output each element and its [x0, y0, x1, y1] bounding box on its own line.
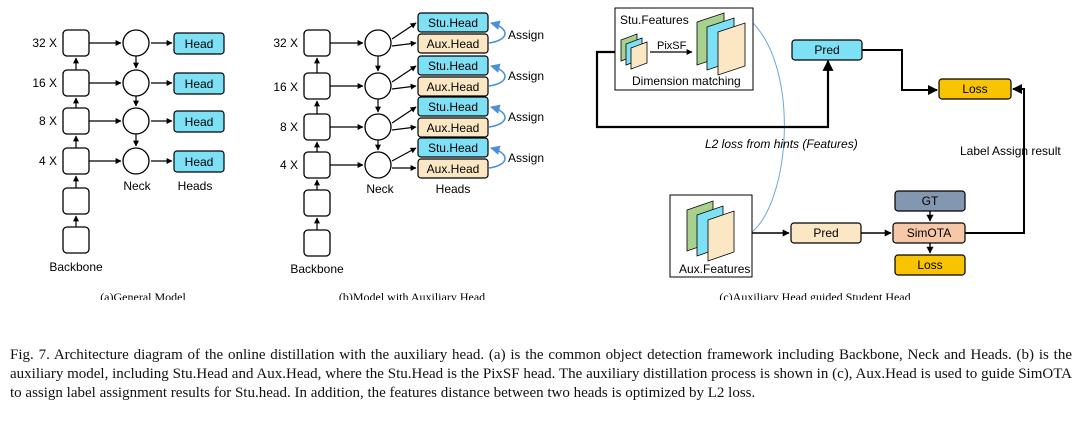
neck-node — [364, 29, 392, 57]
scale-label: 8 X — [39, 114, 57, 128]
aux-head-label: Aux.Head — [427, 162, 480, 176]
neck-node — [364, 113, 392, 141]
head-box — [173, 72, 225, 95]
aux-head-label: Aux.Head — [427, 37, 480, 51]
heads-label: Heads — [436, 182, 471, 196]
loss-box — [938, 78, 1012, 100]
architecture-diagram: Head Head Head Head 32 X 16 X 8 X 4 X Ne… — [32, 7, 1061, 304]
aux-pred-label: Pred — [813, 226, 838, 240]
neck-label: Neck — [123, 179, 151, 193]
aux-features-label: Aux.Features — [679, 262, 750, 276]
backbone-block — [303, 29, 331, 57]
neck-node — [122, 69, 150, 97]
stu-pred-label: Pred — [814, 43, 839, 57]
stu-head-label: Stu.Head — [428, 141, 478, 155]
head-box — [173, 150, 225, 173]
assign-label: Assign — [508, 110, 544, 124]
matched-feature-stack — [696, 12, 746, 76]
loss-label: Loss — [962, 82, 987, 96]
neck-node — [122, 29, 150, 57]
scale-label: 32 X — [273, 36, 298, 50]
aux-loss-box — [894, 254, 966, 276]
stu-head-box — [417, 96, 489, 117]
head-label: Head — [185, 37, 214, 51]
neck-node — [122, 107, 150, 135]
scale-label: 32 X — [32, 36, 57, 50]
backbone-block — [62, 107, 90, 135]
assign-label: Assign — [508, 69, 544, 83]
hint-connector — [751, 21, 785, 233]
backbone-label: Backbone — [290, 262, 344, 276]
gt-label: GT — [922, 194, 939, 208]
stu-head-label: Stu.Head — [428, 100, 478, 114]
backbone-block — [303, 189, 331, 217]
head-label: Head — [185, 155, 214, 169]
backbone-block — [303, 229, 331, 257]
aux-head-label: Aux.Head — [427, 80, 480, 94]
aux-head-label: Aux.Head — [427, 121, 480, 135]
neck-node — [364, 72, 392, 100]
neck-nodes-a — [122, 29, 150, 175]
head-box — [173, 110, 225, 133]
figure-caption: Fig. 7. Architecture diagram of the onli… — [10, 347, 1072, 401]
backbone-block — [303, 151, 331, 179]
pixsf-label: PixSF — [657, 40, 687, 52]
assign-label: Assign — [508, 28, 544, 42]
scale-label: 4 X — [280, 158, 298, 172]
backbone-block — [62, 187, 90, 215]
backbone-block — [62, 147, 90, 175]
subcaption-c: (c)Auxiliary Head guided Student Head — [719, 290, 910, 300]
assign-label: Assign — [508, 151, 544, 165]
neck-node — [122, 147, 150, 175]
neck-node — [364, 151, 392, 179]
stu-head-box — [417, 137, 489, 158]
head-box — [173, 32, 225, 55]
aux-feature-stack — [686, 200, 735, 262]
scale-label: 16 X — [273, 80, 298, 94]
stu-head-label: Stu.Head — [428, 59, 478, 73]
backbone-block — [62, 29, 90, 57]
subcaption-b: (b)Model with Auxiliary Head — [339, 290, 485, 300]
aux-head-box — [417, 117, 489, 138]
backbone-block — [62, 226, 90, 254]
aux-head-box — [417, 33, 489, 54]
panel-a: Head Head Head Head 32 X 16 X 8 X 4 X Ne… — [32, 29, 225, 304]
aux-loss-label: Loss — [917, 258, 942, 272]
stu-head-box — [417, 55, 489, 76]
backbone-block — [303, 113, 331, 141]
scale-label: 16 X — [32, 76, 57, 90]
neck-nodes-b — [364, 29, 392, 179]
simota-label: SimOTA — [907, 226, 951, 240]
l2-loss-label: L2 loss from hints (Features) — [705, 137, 858, 151]
dimension-matching-label: Dimension matching — [632, 74, 741, 88]
scale-label: 8 X — [280, 120, 298, 134]
neck-label: Neck — [366, 182, 394, 196]
aux-head-box — [417, 158, 489, 179]
stu-features-label: Stu.Features — [620, 13, 689, 27]
scale-label: 4 X — [39, 154, 57, 168]
stu-head-box — [417, 12, 489, 33]
heads-label: Heads — [178, 179, 213, 193]
diagram-svg: Head Head Head Head 32 X 16 X 8 X 4 X Ne… — [32, 7, 1061, 304]
head-label: Head — [185, 115, 214, 129]
stu-feature-stack — [620, 33, 648, 70]
stu-head-label: Stu.Head — [428, 16, 478, 30]
head-label: Head — [185, 77, 214, 91]
panel-c: Stu.Features PixSF Dimension matching Pr… — [595, 7, 1061, 304]
subcaption-a: (a)General Model — [100, 290, 186, 300]
backbone-label: Backbone — [49, 260, 103, 274]
label-assign-label: Label Assign result — [960, 144, 1061, 158]
simota-box — [892, 222, 966, 244]
backbone-block — [62, 69, 90, 97]
head-boxes-a — [173, 32, 225, 173]
aux-head-box — [417, 76, 489, 97]
backbone-block — [303, 72, 331, 100]
assign-arrows — [488, 20, 506, 169]
panel-b: Stu.Head Aux.Head Stu.Head Aux.Head Stu.… — [273, 12, 544, 304]
